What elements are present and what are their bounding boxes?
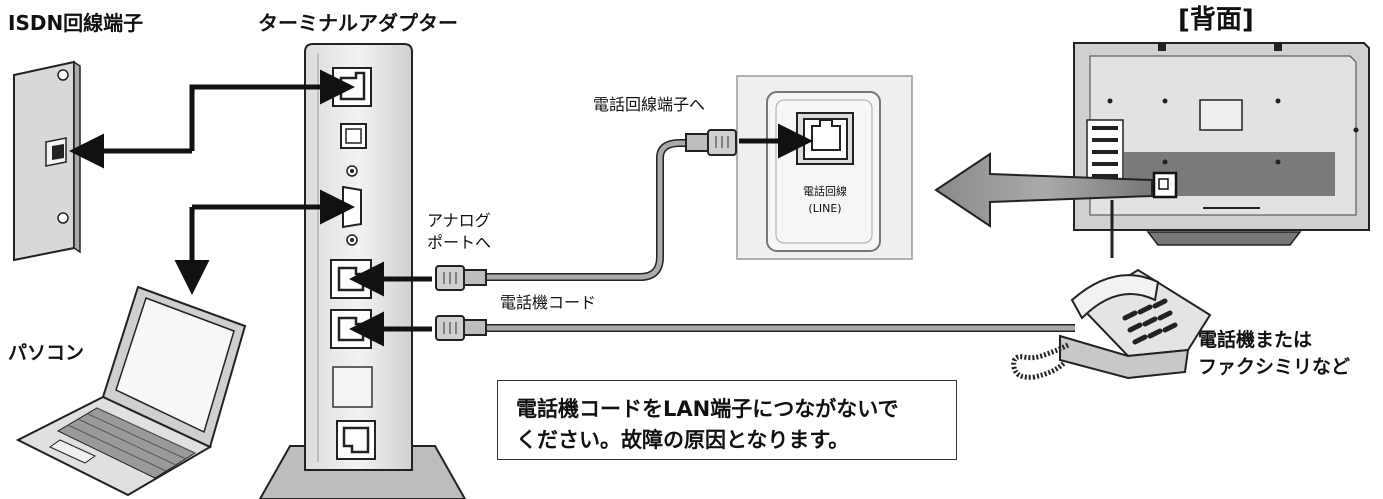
- big-arrow: [934, 152, 1153, 228]
- terminal-adapter: [258, 43, 467, 499]
- analog-port-label-2: ポートへ: [427, 233, 492, 252]
- cables: [484, 139, 1075, 332]
- connection-arrows: [69, 69, 813, 347]
- phone-fax-label-1: 電話機または: [1198, 329, 1313, 351]
- laptop-icon: [15, 285, 247, 497]
- tv-back-panel: [1073, 42, 1370, 258]
- analog-port-label-1: アナログ: [427, 211, 491, 230]
- terminal-adapter-label: ターミナルアダプター: [258, 11, 458, 35]
- isdn-wall-plate: [13, 60, 81, 262]
- phone-fax-label-2: ファクシミリなど: [1198, 356, 1351, 378]
- warning-line-1: 電話機コードをLAN端子につながないで: [516, 397, 899, 421]
- line-jack-to-label: 電話回線端子へ: [593, 95, 706, 114]
- isdn-terminal-label: ISDN回線端子: [8, 11, 144, 35]
- telephone-icon: [1011, 268, 1212, 380]
- line-jack-panel: [736, 75, 913, 260]
- phone-plug-line: [685, 129, 737, 156]
- pc-label: パソコン: [8, 342, 85, 364]
- warning-line-2: ください。故障の原因となります。: [516, 428, 850, 452]
- phone-plug-upper: [435, 265, 487, 291]
- line-jack-caption-2: (LINE): [808, 202, 842, 215]
- phone-cord-label: 電話機コード: [500, 293, 597, 312]
- phone-plug-lower: [435, 315, 487, 341]
- warning-box: 電話機コードをLAN端子につながないで ください。故障の原因となります。: [497, 380, 957, 460]
- back-panel-label: [背面]: [1178, 5, 1254, 35]
- line-jack-caption-1: 電話回線: [803, 185, 847, 198]
